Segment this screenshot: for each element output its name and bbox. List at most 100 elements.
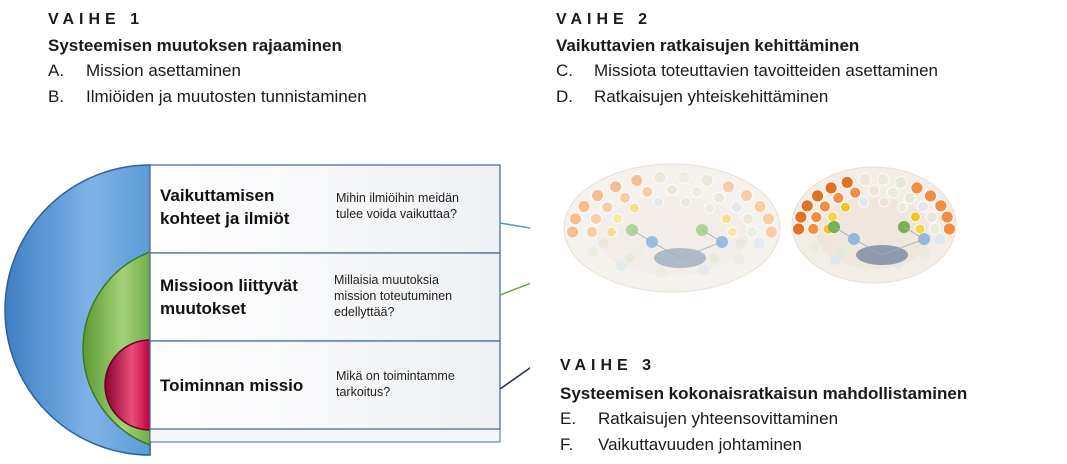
dot xyxy=(606,226,617,238)
dot xyxy=(920,234,931,245)
row-question-line: Mikä on toimintamme xyxy=(336,369,455,383)
node xyxy=(696,224,708,236)
dot xyxy=(612,213,623,225)
dot xyxy=(943,222,956,236)
row-question: Mikä on toimintamme tarkoitus? xyxy=(336,368,455,400)
row-question: Mihin ilmiöihin meidän tulee voida vaiku… xyxy=(336,190,459,222)
oval-bg xyxy=(791,166,957,284)
oval-inner xyxy=(816,197,932,269)
phase-item: C. Missiota toteuttavien tavoitteiden as… xyxy=(556,58,938,84)
row-question-line: edellyttää? xyxy=(334,305,395,319)
dot xyxy=(817,234,828,245)
dot xyxy=(704,202,716,214)
dot xyxy=(840,201,851,213)
dot xyxy=(765,225,778,239)
phase-title: Systeemisen muutoksen rajaaminen xyxy=(48,36,342,55)
row-title: Toiminnan missio xyxy=(160,374,303,397)
dot xyxy=(832,192,845,204)
dot xyxy=(794,210,808,224)
dot xyxy=(746,226,758,238)
dot xyxy=(810,211,823,224)
dot xyxy=(740,189,753,202)
dot xyxy=(800,199,814,213)
item-letter: D. xyxy=(556,87,573,106)
dot xyxy=(892,258,904,269)
dot xyxy=(894,175,908,189)
item-text: Ilmiöiden ja muutosten tunnistaminen xyxy=(86,87,367,106)
dot xyxy=(586,226,598,238)
item-letter: F. xyxy=(560,435,574,454)
dot xyxy=(897,201,908,213)
phase-item: E. Ratkaisujen yhteensovittaminen xyxy=(560,406,967,432)
dot xyxy=(819,200,831,213)
dot xyxy=(619,191,631,204)
node xyxy=(646,236,658,248)
dot xyxy=(653,196,664,208)
item-letter: B. xyxy=(48,87,65,106)
dot xyxy=(903,192,916,204)
row-box xyxy=(149,340,501,430)
dot xyxy=(733,254,745,265)
dot xyxy=(591,189,604,202)
phase-item: D. Ratkaisujen yhteiskehittäminen xyxy=(556,84,938,110)
item-text: Ratkaisujen yhteensovittaminen xyxy=(598,409,839,428)
node xyxy=(898,221,910,233)
dot xyxy=(690,185,703,198)
dot xyxy=(808,241,820,253)
arrow-green xyxy=(499,282,530,296)
dot xyxy=(721,213,732,225)
dot xyxy=(878,196,890,208)
dot xyxy=(727,226,738,238)
dot xyxy=(742,212,754,225)
phase-label: VAIHE 2 xyxy=(556,11,653,28)
link xyxy=(701,229,723,243)
dot xyxy=(849,186,862,199)
dot xyxy=(598,238,609,249)
phase-title: Systeemisen kokonaisratkaisun mahdollist… xyxy=(560,384,968,403)
dot xyxy=(716,238,726,248)
row-title-line: Vaikuttamisen xyxy=(160,186,275,205)
thumbnail-diagram xyxy=(563,163,781,293)
dot xyxy=(680,196,691,208)
row-title: Vaikuttamisen kohteet ja ilmiöt xyxy=(160,184,289,230)
link xyxy=(903,226,925,240)
dot xyxy=(876,173,890,186)
dot xyxy=(868,184,880,197)
item-letter: E. xyxy=(560,409,577,428)
phase-2: VAIHE 2 Vaikuttavien ratkaisujen kehittä… xyxy=(556,10,938,110)
dot xyxy=(666,183,678,196)
dot xyxy=(753,199,767,213)
row-question: Millaisia muutoksia mission toteutuminen… xyxy=(334,272,452,320)
arrow-blue xyxy=(499,222,530,229)
dot xyxy=(590,212,602,225)
phase-label: VAIHE 1 xyxy=(48,11,145,28)
dot xyxy=(615,260,627,272)
node xyxy=(716,236,728,248)
row-question-line: tarkoitus? xyxy=(336,385,391,399)
row-title-line: Toiminnan missio xyxy=(160,376,304,395)
row-box xyxy=(149,164,501,254)
dot xyxy=(925,211,938,224)
link xyxy=(651,241,681,259)
dot xyxy=(753,237,765,249)
dot xyxy=(679,250,689,260)
dot xyxy=(601,201,614,214)
dot xyxy=(641,185,654,198)
dot xyxy=(792,222,805,236)
row-question-line: tulee voida vaikuttaa? xyxy=(336,207,457,221)
dot xyxy=(624,252,635,263)
dot xyxy=(667,258,677,269)
dot xyxy=(577,199,591,213)
dot xyxy=(722,180,735,194)
dot xyxy=(811,189,824,203)
row-title: Missioon liittyvät muutokset xyxy=(160,274,298,320)
dot xyxy=(878,245,888,255)
oval-bg xyxy=(563,163,781,293)
dot xyxy=(934,234,946,245)
center-node xyxy=(654,248,706,268)
dot xyxy=(824,181,838,195)
dot xyxy=(713,191,725,204)
row-title-line: Missioon liittyvät xyxy=(160,276,298,295)
dot xyxy=(730,201,743,214)
dot xyxy=(630,174,644,187)
